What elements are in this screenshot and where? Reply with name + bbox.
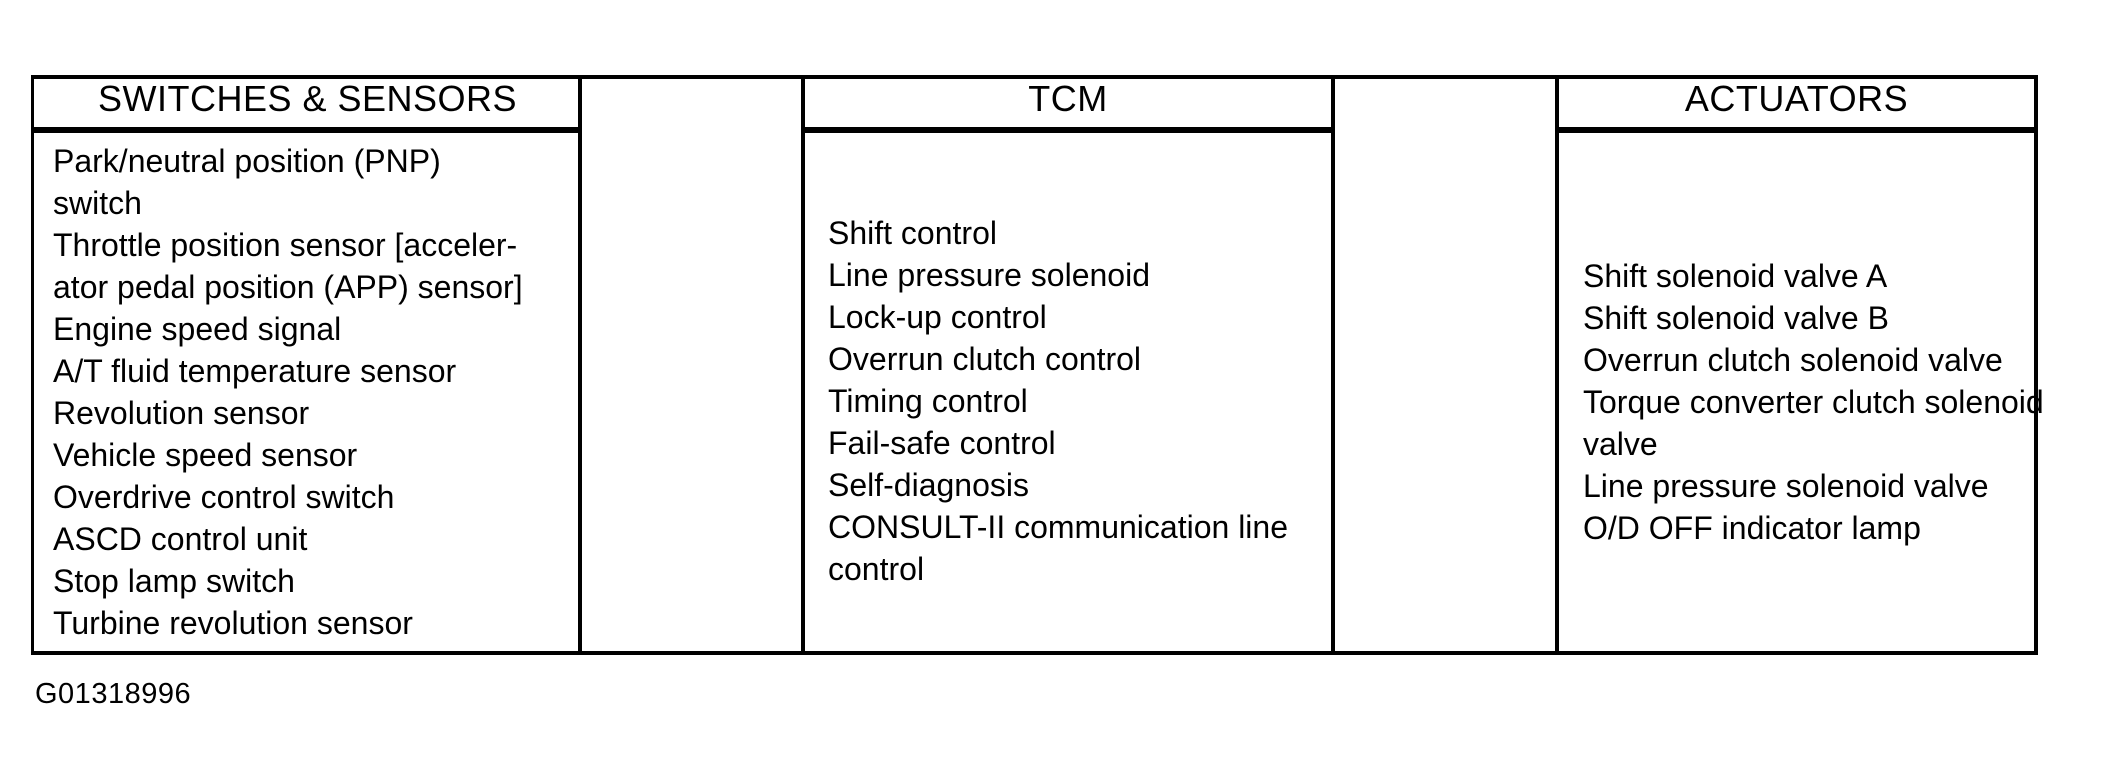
divider-tcm-gap — [1331, 75, 1335, 655]
text-line: Revolution sensor — [53, 395, 310, 431]
text-line: ASCD control unit — [53, 521, 308, 557]
text-line: Self-diagnosis — [828, 467, 1029, 503]
column-header-tcm: TCM — [1028, 78, 1108, 119]
text-line: O/D OFF indicator lamp — [1583, 510, 1921, 546]
table-left-border — [31, 75, 34, 655]
text-line: Line pressure solenoid — [828, 257, 1150, 293]
text-line: Fail-safe control — [828, 425, 1056, 461]
text-line: valve — [1583, 426, 1658, 462]
actuators-header-underline — [1555, 127, 2038, 133]
text-line: Timing control — [828, 383, 1028, 419]
text-line: Overrun clutch control — [828, 341, 1142, 377]
text-line: Overrun clutch solenoid valve — [1583, 342, 2003, 378]
column-header-switches-sensors: SWITCHES & SENSORS — [97, 78, 518, 119]
divider-gap-actuators — [1555, 75, 1559, 655]
text-line: Shift control — [828, 215, 997, 251]
figure-id-label: G01318996 — [35, 678, 192, 710]
table-right-border — [2034, 75, 2038, 655]
text-line: control — [828, 551, 925, 587]
actuators-list: Shift solenoid valve A Shift solenoid val… — [1583, 255, 2044, 549]
text-line: Line pressure solenoid valve — [1583, 468, 1989, 504]
table-bottom-border — [33, 651, 2038, 655]
divider-gap-tcm — [801, 75, 805, 655]
text-line: Engine speed signal — [53, 311, 342, 347]
text-line: ator pedal position (APP) sensor] — [53, 269, 523, 305]
text-line: Turbine revolution sensor — [53, 605, 413, 641]
column-header-actuators: ACTUATORS — [1684, 78, 1909, 119]
text-line: Throttle position sensor [acceler- — [53, 227, 518, 263]
table-top-border — [33, 75, 2038, 79]
text-line: switch — [53, 185, 142, 221]
text-line: CONSULT-II communication line — [828, 509, 1288, 545]
text-line: A/T fluid temperature sensor — [53, 353, 457, 389]
text-line: Overdrive control switch — [53, 479, 395, 515]
text-line: Park/neutral position (PNP) — [53, 143, 441, 179]
text-line: Torque converter clutch solenoid — [1583, 384, 2044, 420]
text-line: Lock-up control — [828, 299, 1047, 335]
sensors-header-underline — [33, 127, 582, 133]
text-line: Shift solenoid valve B — [1583, 300, 1889, 336]
text-line: Stop lamp switch — [53, 563, 295, 599]
divider-sensors-gap — [578, 75, 582, 655]
text-line: Vehicle speed sensor — [53, 437, 358, 473]
text-line: Shift solenoid valve A — [1583, 258, 1888, 294]
tcm-header-underline — [801, 127, 1335, 133]
